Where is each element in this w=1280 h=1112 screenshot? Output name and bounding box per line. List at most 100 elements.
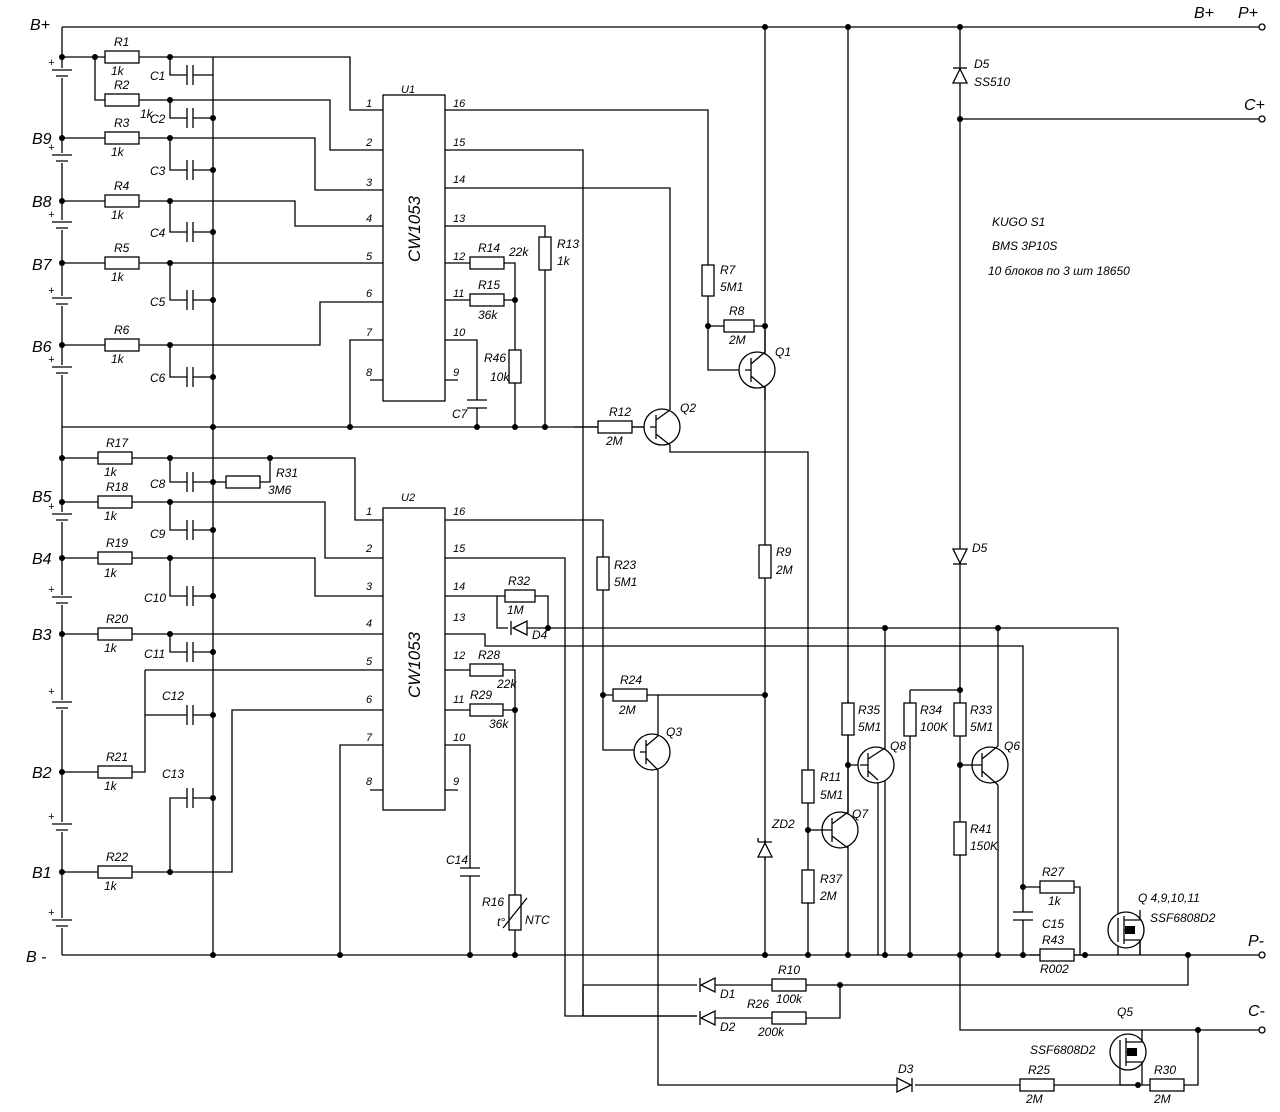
- svg-text:R41: R41: [970, 822, 992, 836]
- svg-text:16: 16: [453, 98, 466, 110]
- terminal-b-plus-right: B+: [1194, 5, 1214, 22]
- svg-text:C15: C15: [1042, 917, 1064, 931]
- svg-text:D1: D1: [720, 987, 735, 1001]
- transistor-q7: Q7: [820, 765, 869, 849]
- svg-text:R10: R10: [778, 963, 800, 977]
- svg-text:13: 13: [453, 213, 466, 225]
- svg-text:1k: 1k: [104, 566, 118, 580]
- cell-label-b3: B3: [32, 627, 52, 644]
- svg-text:100K: 100K: [920, 720, 949, 734]
- svg-text:1k: 1k: [111, 352, 125, 366]
- svg-text:D2: D2: [720, 1020, 736, 1034]
- svg-text:3: 3: [366, 581, 373, 593]
- svg-text:R24: R24: [620, 673, 642, 687]
- svg-text:Q5: Q5: [1117, 1005, 1133, 1019]
- svg-text:R46: R46: [484, 351, 506, 365]
- capacitor-c6: C6: [150, 367, 194, 387]
- capacitor-c5: C5: [150, 290, 194, 310]
- svg-text:+: +: [48, 686, 55, 698]
- svg-text:12: 12: [453, 251, 465, 263]
- svg-text:8: 8: [366, 776, 373, 788]
- capacitor-c10: C10: [144, 586, 194, 606]
- resistor-r10: R10 100k: [771, 963, 807, 1006]
- svg-text:R15: R15: [478, 278, 500, 292]
- pad-p-minus: [1258, 951, 1266, 959]
- cell-label-b9: B9: [32, 131, 52, 148]
- svg-text:C5: C5: [150, 295, 166, 309]
- svg-text:7: 7: [366, 732, 373, 744]
- svg-text:1: 1: [366, 506, 372, 518]
- svg-text:6: 6: [366, 288, 373, 300]
- svg-text:100k: 100k: [776, 992, 803, 1006]
- svg-text:3: 3: [366, 177, 373, 189]
- cell-label-b4: B4: [32, 551, 52, 568]
- pad-c-plus: [1258, 115, 1266, 123]
- svg-text:R1: R1: [114, 35, 129, 49]
- svg-text:150K: 150K: [970, 839, 999, 853]
- battery-cell: +: [48, 811, 72, 832]
- battery-cell: +: [48, 57, 72, 78]
- capacitor-c7: C7: [452, 399, 487, 421]
- svg-text:C7: C7: [452, 407, 469, 421]
- resistor-r17: R17 1k: [97, 436, 133, 479]
- u2-wiring: [62, 457, 1199, 1086]
- svg-text:5: 5: [366, 251, 373, 263]
- note-cells: 10 блоков по 3 шт 18650: [988, 264, 1130, 278]
- battery-cell: +: [48, 285, 72, 306]
- svg-text:5M1: 5M1: [820, 788, 843, 802]
- capacitor-c13: C13: [162, 767, 194, 808]
- svg-text:R7: R7: [720, 263, 737, 277]
- svg-text:Q7: Q7: [852, 807, 869, 821]
- junctions: [59, 24, 1201, 1088]
- svg-text:R19: R19: [106, 536, 128, 550]
- svg-text:SSF6808D2: SSF6808D2: [1030, 1043, 1096, 1057]
- mosfet-q4-9-10-11: Q 4,9,10,11 SSF6808D2: [1107, 891, 1216, 955]
- svg-text:R2: R2: [114, 78, 130, 92]
- diode-d4: D4: [510, 619, 548, 642]
- svg-text:+: +: [48, 501, 55, 513]
- svg-text:D5: D5: [974, 57, 990, 71]
- svg-text:3M6: 3M6: [268, 483, 292, 497]
- svg-text:Q1: Q1: [775, 345, 791, 359]
- svg-text:C1: C1: [150, 69, 165, 83]
- svg-text:2M: 2M: [618, 703, 636, 717]
- resistor-r41: R41 150K: [953, 821, 999, 856]
- svg-text:R12: R12: [609, 405, 631, 419]
- svg-text:C13: C13: [162, 767, 184, 781]
- transistor-q6: Q6: [971, 739, 1020, 786]
- mosfets: Q 4,9,10,11 SSF6808D2 Q5 SSF6808D2: [1030, 891, 1216, 1086]
- svg-text:R31: R31: [276, 466, 298, 480]
- svg-text:1k: 1k: [140, 107, 154, 121]
- transistor-q2: Q2: [643, 401, 696, 446]
- battery-cell: +: [48, 686, 72, 710]
- svg-text:5M1: 5M1: [614, 575, 637, 589]
- svg-text:5M1: 5M1: [970, 720, 993, 734]
- svg-text:1k: 1k: [104, 509, 118, 523]
- svg-text:1k: 1k: [111, 145, 125, 159]
- capacitor-c14: C14: [446, 853, 480, 877]
- svg-text:R17: R17: [106, 436, 129, 450]
- resistor-r19: R19 1k: [97, 536, 133, 580]
- svg-text:1k: 1k: [104, 641, 118, 655]
- svg-text:+: +: [48, 285, 55, 297]
- transistor-q1: Q1: [738, 326, 791, 400]
- svg-text:R22: R22: [106, 850, 128, 864]
- svg-text:1k: 1k: [104, 465, 118, 479]
- svg-text:1k: 1k: [104, 879, 118, 893]
- notes: KUGO S1 BMS 3P10S 10 блоков по 3 шт 1865…: [988, 215, 1130, 278]
- svg-text:C6: C6: [150, 371, 166, 385]
- svg-text:15: 15: [453, 543, 466, 555]
- svg-text:R3: R3: [114, 116, 130, 130]
- svg-text:9: 9: [453, 367, 459, 379]
